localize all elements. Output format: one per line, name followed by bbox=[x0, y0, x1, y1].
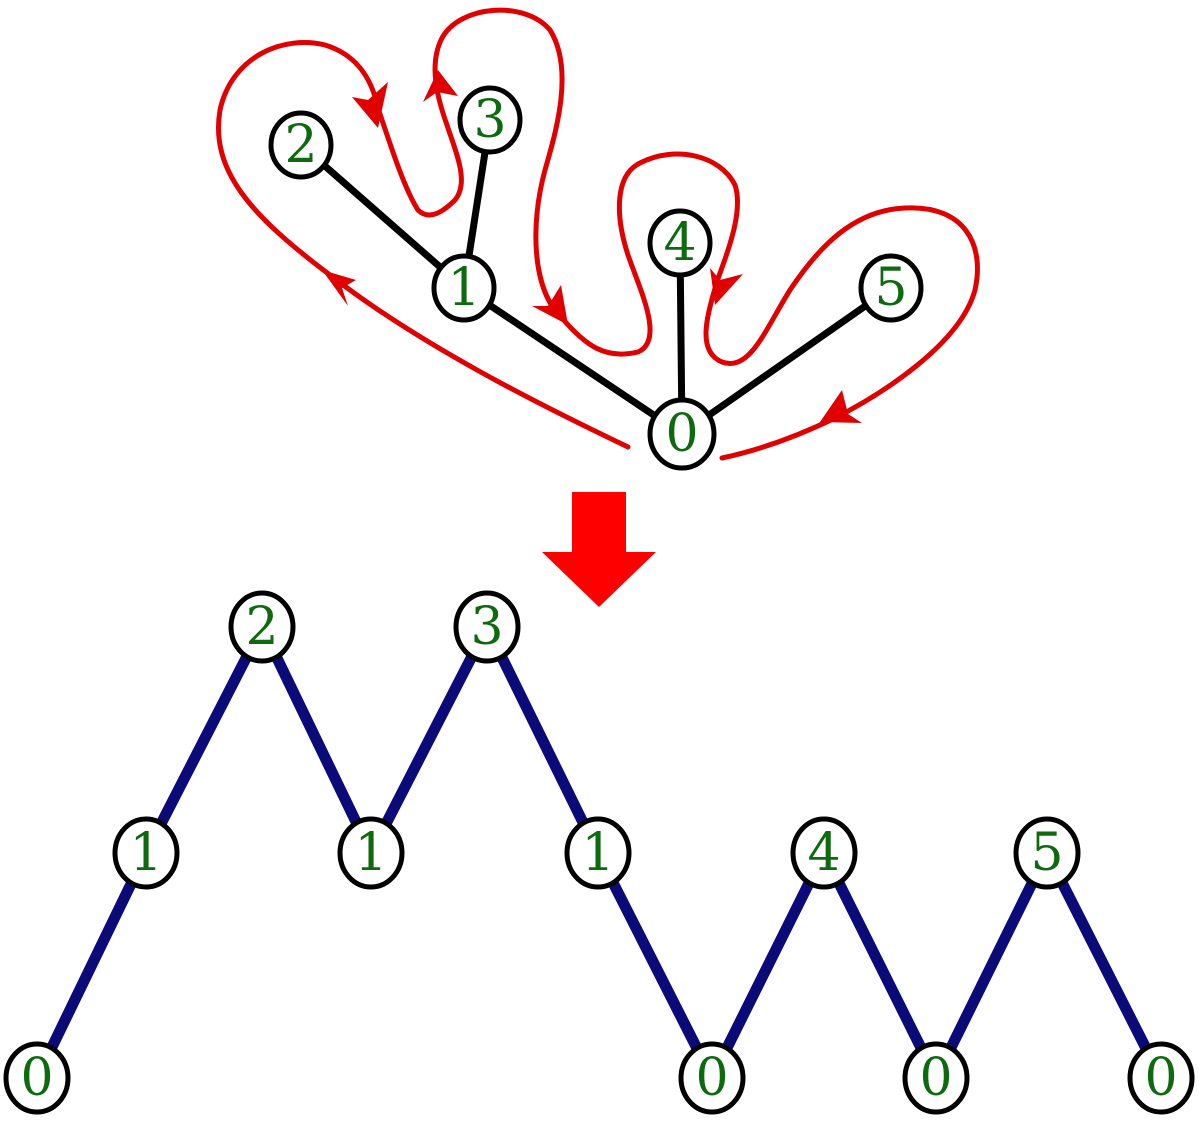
tree-edge bbox=[460, 284, 686, 438]
traversal-arrowheads bbox=[322, 70, 862, 423]
tree-edge bbox=[678, 284, 895, 438]
walk-node-9: 5 bbox=[1013, 816, 1081, 890]
walk-node-label: 1 bbox=[129, 823, 162, 883]
walk-node-label: 0 bbox=[695, 1048, 728, 1108]
down-arrow-icon bbox=[542, 492, 656, 607]
walk-node-circle bbox=[337, 816, 405, 890]
walk-node-circle bbox=[1127, 1041, 1195, 1115]
walk-edge bbox=[257, 624, 376, 856]
walk-node-label: 1 bbox=[354, 823, 387, 883]
walk-edge bbox=[482, 624, 603, 856]
tree-node-circle bbox=[431, 253, 497, 323]
walk-node-6: 0 bbox=[678, 1041, 746, 1115]
walk-node-0: 0 bbox=[3, 1041, 71, 1115]
walk-node-2: 2 bbox=[228, 590, 296, 664]
walk-edge bbox=[819, 850, 941, 1081]
tree-edges bbox=[297, 116, 895, 438]
traversal-arrowhead bbox=[322, 270, 356, 306]
walk-edge bbox=[366, 624, 492, 856]
walk-node-circle bbox=[790, 816, 858, 890]
tree-node-label: 5 bbox=[874, 258, 907, 318]
tree-node-circle bbox=[858, 253, 924, 323]
walk-node-label: 0 bbox=[1144, 1048, 1177, 1108]
walk-edges bbox=[32, 624, 1166, 1081]
walk-edge bbox=[32, 850, 151, 1081]
walk-node-label: 0 bbox=[919, 1048, 952, 1108]
walk-node-3: 1 bbox=[337, 816, 405, 890]
walk-edge bbox=[931, 850, 1052, 1081]
walk-node-1: 1 bbox=[112, 816, 180, 890]
tree-node-3: 3 bbox=[457, 85, 523, 155]
traversal-arrowhead bbox=[352, 82, 388, 128]
traversal-arrowhead bbox=[710, 268, 743, 305]
tree-node-label: 3 bbox=[473, 90, 506, 150]
traversal-arrowhead bbox=[532, 285, 568, 325]
walk-node-circle bbox=[3, 1041, 71, 1115]
tree-node-circle bbox=[457, 85, 523, 155]
tree-node-1: 1 bbox=[431, 253, 497, 323]
walk-node-10: 0 bbox=[1127, 1041, 1195, 1115]
walk-node-5: 1 bbox=[564, 816, 632, 890]
walk-node-circle bbox=[902, 1041, 970, 1115]
walk-node-label: 3 bbox=[470, 597, 503, 657]
tree-edge bbox=[297, 141, 468, 292]
tree-node-circle bbox=[268, 110, 334, 180]
walk-node-circle bbox=[228, 590, 296, 664]
tree-node-4: 4 bbox=[647, 208, 713, 278]
tree-node-label: 0 bbox=[665, 404, 698, 464]
traversal-arrowhead bbox=[423, 70, 458, 102]
tree-node-5: 5 bbox=[858, 253, 924, 323]
walk-node-label: 4 bbox=[807, 823, 840, 883]
tree-node-circle bbox=[647, 208, 713, 278]
tree-node-label: 4 bbox=[663, 213, 696, 273]
walk-node-circle bbox=[453, 590, 521, 664]
walk-node-label: 5 bbox=[1030, 823, 1063, 883]
walk-node-8: 0 bbox=[902, 1041, 970, 1115]
walk-node-label: 2 bbox=[245, 597, 278, 657]
tree-node-label: 2 bbox=[284, 115, 317, 175]
walk-edge bbox=[593, 850, 717, 1081]
walk-node-circle bbox=[1013, 816, 1081, 890]
walk-node-label: 1 bbox=[581, 823, 614, 883]
tree-node-circle bbox=[647, 397, 717, 471]
traversal-arrowhead bbox=[820, 390, 862, 423]
tree-node-label: 1 bbox=[447, 258, 480, 318]
tree-node-0: 0 bbox=[647, 397, 717, 471]
walk-node-7: 4 bbox=[790, 816, 858, 890]
walk-edge bbox=[141, 624, 267, 856]
walk-node-circle bbox=[112, 816, 180, 890]
walk-node-label: 0 bbox=[20, 1048, 53, 1108]
tree-node-2: 2 bbox=[268, 110, 334, 180]
traversal-contour bbox=[216, 7, 980, 461]
walk-node-circle bbox=[564, 816, 632, 890]
walk-edge bbox=[707, 850, 829, 1081]
traversal-path bbox=[216, 7, 980, 461]
walk-node-4: 3 bbox=[453, 590, 521, 664]
walk-node-circle bbox=[678, 1041, 746, 1115]
walk-edge bbox=[1042, 850, 1166, 1081]
